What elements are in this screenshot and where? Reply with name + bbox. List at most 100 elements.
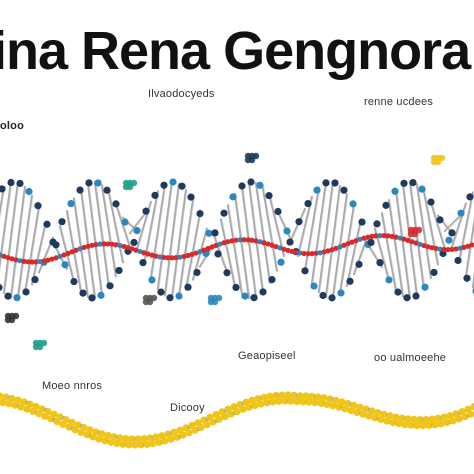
- rung-highlight: [298, 196, 314, 257]
- rung-highlight: [4, 182, 20, 294]
- rung-highlight: [396, 190, 412, 299]
- rna-bead: [467, 410, 474, 418]
- strand-bead: [142, 207, 150, 215]
- base-pair-rung: [415, 183, 433, 280]
- rna-bead: [149, 439, 157, 448]
- rna-bead: [290, 391, 298, 399]
- backbone-bead: [281, 246, 287, 252]
- backbone-bead: [41, 258, 47, 264]
- rna-bead: [449, 417, 457, 425]
- backbone-bead: [1, 253, 7, 259]
- strand-bead: [148, 276, 156, 284]
- rna-bead: [362, 405, 370, 413]
- rung-highlight: [277, 209, 293, 240]
- rna-bead: [266, 392, 274, 400]
- strand-bead: [193, 268, 201, 277]
- rna-bead: [272, 391, 280, 400]
- backbone-bead: [177, 254, 183, 260]
- rung-highlight: [81, 188, 97, 298]
- base-pair-rung: [233, 192, 251, 299]
- backbone-bead: [349, 239, 355, 245]
- backbone-bead: [313, 250, 319, 256]
- rna-bead: [440, 413, 448, 421]
- strand-bead: [0, 283, 3, 291]
- backbone-bead: [117, 242, 123, 249]
- base-pair-rung: [296, 195, 314, 258]
- rna-bead: [407, 421, 415, 429]
- strand-bead: [358, 218, 366, 226]
- rna-bead: [422, 415, 430, 424]
- rung-highlight: [172, 190, 188, 299]
- backbone-bead: [53, 255, 59, 261]
- rna-bead: [185, 429, 193, 437]
- rna-bead: [344, 400, 352, 408]
- backbone-bead: [173, 255, 179, 261]
- backbone-bead: [385, 233, 391, 239]
- backbone-bead: [133, 247, 139, 253]
- backbone-bead: [445, 246, 451, 253]
- backbone-bead: [289, 248, 295, 255]
- rna-bead: [227, 410, 235, 418]
- rung-highlight: [18, 195, 34, 298]
- molecule-bead: [40, 339, 48, 347]
- strand-bead: [151, 191, 159, 199]
- base-pair-rung: [156, 180, 174, 290]
- strand-bead: [16, 179, 24, 188]
- backbone-bead: [465, 243, 471, 249]
- backbone-bead: [181, 253, 187, 260]
- strand-bead: [295, 218, 303, 226]
- backbone-bead: [237, 237, 243, 243]
- rna-bead: [116, 434, 124, 442]
- strand-bead: [445, 236, 453, 244]
- rna-bead: [470, 403, 474, 411]
- strand-bead: [133, 227, 141, 235]
- backbone-bead: [165, 255, 171, 261]
- rna-bead: [137, 441, 145, 449]
- molecule-bead: [215, 294, 223, 302]
- rna-bead: [428, 415, 436, 423]
- rung-highlight: [445, 217, 461, 232]
- molecule-bead: [252, 152, 260, 160]
- rna-bead: [455, 415, 463, 423]
- strand-bead: [340, 186, 348, 194]
- backbone-bead: [273, 243, 279, 250]
- rung-highlight: [466, 228, 474, 277]
- rna-bead: [275, 397, 283, 405]
- base-pair-rung: [2, 181, 20, 295]
- rna-bead: [233, 407, 241, 416]
- rna-bead: [404, 415, 412, 423]
- rung-highlight: [11, 187, 27, 298]
- backbone-bead: [333, 245, 339, 251]
- strand-bead: [196, 209, 204, 218]
- rna-bead: [119, 440, 127, 448]
- backbone-bead: [73, 247, 79, 253]
- rna-bead: [0, 398, 7, 407]
- base-pair-rung: [380, 212, 398, 292]
- strand-bead: [61, 261, 69, 269]
- base-pair-rung: [9, 185, 27, 299]
- backbone-bead: [325, 248, 331, 254]
- rna-bead: [203, 421, 211, 429]
- rung-highlight: [235, 193, 251, 298]
- rna-bead: [131, 441, 139, 449]
- rung-highlight: [326, 186, 342, 298]
- backbone-bead: [389, 233, 395, 239]
- molecule-bead: [8, 316, 16, 324]
- label-mid-center: Geaopiseel: [238, 350, 296, 362]
- backbone-bead: [229, 238, 235, 244]
- backbone-bead: [421, 242, 427, 249]
- label-bottom-center: Dicooy: [170, 402, 205, 414]
- backbone-bead: [425, 244, 431, 250]
- molecule-bead: [130, 179, 138, 187]
- strand-bead: [238, 182, 246, 190]
- backbone-bead: [141, 250, 147, 256]
- strand-bead: [220, 209, 228, 217]
- rna-bead: [104, 431, 112, 440]
- rung-highlight: [179, 200, 195, 297]
- strand-bead: [112, 200, 120, 208]
- rna-bead: [389, 418, 397, 427]
- molecule-bead: [12, 312, 20, 320]
- backbone-bead: [93, 242, 99, 248]
- base-pair-rung: [128, 214, 146, 235]
- backbone-bead: [149, 252, 155, 258]
